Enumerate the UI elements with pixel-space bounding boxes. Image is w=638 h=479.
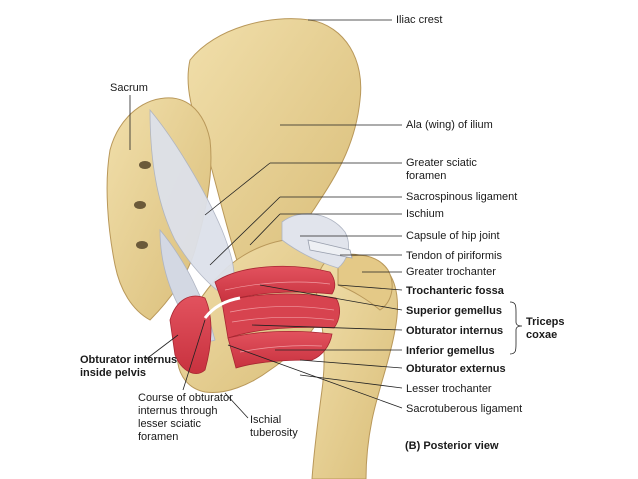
label-ala-of-ilium: Ala (wing) of ilium xyxy=(406,119,493,131)
label-obturator-internus: Obturator internus xyxy=(406,325,504,337)
obturator-internus-tendon xyxy=(203,296,241,319)
label-ischium: Ischium xyxy=(406,208,444,220)
sacral-foramen xyxy=(139,161,151,169)
label-superior-gemellus: Superior gemellus xyxy=(406,305,502,317)
greater-trochanter-shape xyxy=(337,254,393,311)
label-triceps-coxae: Triceps coxae xyxy=(526,316,565,341)
label-ischial-tuberosity: Ischial tuberosity xyxy=(250,414,298,439)
label-obturator-internus-inside-pelvis: Obturator internus inside pelvis xyxy=(80,354,178,379)
label-course-of-obturator-internus: Course of obturator internus through les… xyxy=(138,392,233,443)
label-greater-trochanter: Greater trochanter xyxy=(406,266,496,278)
label-lesser-trochanter: Lesser trochanter xyxy=(406,383,492,395)
sacral-foramen xyxy=(134,201,146,209)
label-obturator-externus: Obturator externus xyxy=(406,363,506,375)
label-sacrospinous-ligament: Sacrospinous ligament xyxy=(406,191,518,203)
view-caption: (B) Posterior view xyxy=(405,440,499,452)
leader-lines xyxy=(129,19,523,419)
label-sacrotuberous-ligament: Sacrotuberous ligament xyxy=(406,403,523,415)
label-trochanteric-fossa: Trochanteric fossa xyxy=(406,285,504,297)
piriformis-tendon xyxy=(307,239,353,259)
sacral-foramen xyxy=(136,241,148,249)
label-greater-sciatic-foramen: Greater sciatic foramen xyxy=(406,157,477,182)
superior-gemellus-shape xyxy=(214,265,336,303)
label-capsule-of-hip-joint: Capsule of hip joint xyxy=(406,230,500,242)
label-sacrum: Sacrum xyxy=(110,82,148,94)
obturator-internus-pelvis xyxy=(169,295,212,374)
label-tendon-of-piriformis: Tendon of piriformis xyxy=(406,250,502,262)
label-inferior-gemellus: Inferior gemellus xyxy=(406,345,495,357)
muscle-fibers xyxy=(224,281,335,353)
label-iliac-crest: Iliac crest xyxy=(396,14,443,26)
